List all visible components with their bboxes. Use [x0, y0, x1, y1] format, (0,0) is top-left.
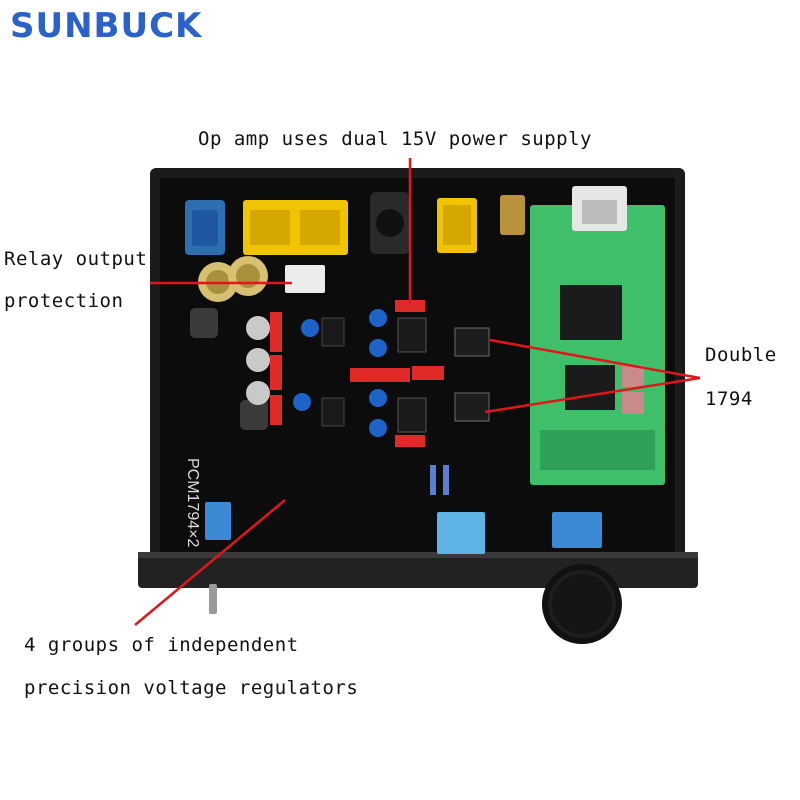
blue-terminal [205, 502, 231, 540]
red-component [395, 435, 425, 447]
blue-cap [369, 419, 387, 437]
blue-terminal [552, 512, 602, 548]
red-component [395, 300, 425, 312]
blue-terminal [437, 512, 485, 554]
annotation-regulators-line1: 4 groups of independent [24, 634, 299, 656]
op-amp-chip [321, 317, 345, 347]
op-amp-chip [397, 317, 427, 353]
blue-cap [369, 339, 387, 357]
pcb-silkscreen-label: PCM1794×2 [184, 458, 201, 547]
pcm1794-chip [454, 392, 490, 422]
inductor [190, 308, 218, 338]
film-cap [270, 395, 282, 425]
annotation-double-line1: Double [705, 344, 777, 366]
sunbuck-logo: SUNBUCK [10, 6, 203, 46]
silver-cap [246, 316, 270, 340]
red-component [412, 366, 444, 380]
blue-cap [301, 319, 319, 337]
daughterboard-chip [560, 285, 622, 340]
relay-component [285, 265, 325, 293]
silver-cap [246, 348, 270, 372]
op-amp-chip [321, 397, 345, 427]
annotation-relay-line1: Relay output [4, 248, 148, 270]
silver-cap [246, 381, 270, 405]
annotation-relay-line2: protection [4, 290, 124, 312]
annotation-double-line2: 1794 [705, 388, 753, 410]
blue-cap [369, 309, 387, 327]
film-cap [270, 355, 282, 390]
resistor [443, 465, 449, 495]
coax-connector [500, 195, 525, 235]
daughterboard-chip [565, 365, 615, 410]
resistor [430, 465, 436, 495]
annotation-op-amp: Op amp uses dual 15V power supply [198, 128, 592, 150]
blue-cap [293, 393, 311, 411]
blue-cap [369, 389, 387, 407]
red-component [350, 368, 410, 382]
film-cap [270, 312, 282, 352]
op-amp-chip [397, 397, 427, 433]
annotation-regulators-line2: precision voltage regulators [24, 677, 359, 699]
pcm1794-chip [454, 327, 490, 357]
toggle-switch [209, 584, 217, 614]
inductor [240, 400, 268, 430]
